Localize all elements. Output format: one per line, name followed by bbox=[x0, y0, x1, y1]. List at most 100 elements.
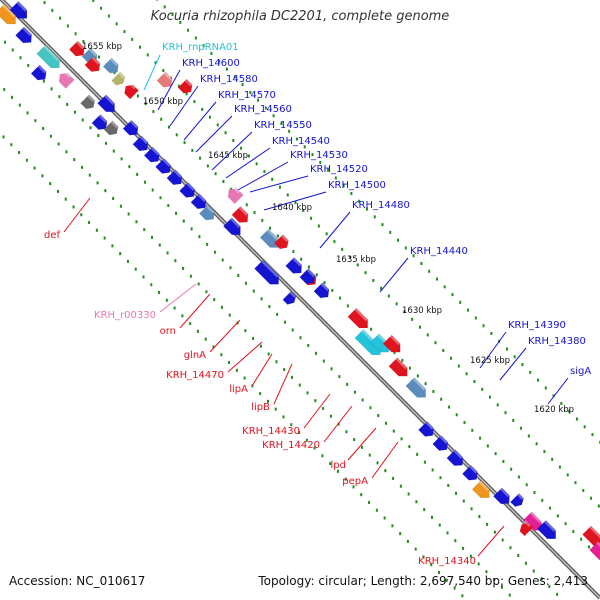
tick-dot bbox=[151, 235, 154, 239]
tick-dot bbox=[81, 165, 84, 169]
gene-arrow-icon[interactable] bbox=[166, 169, 185, 188]
gene-features[interactable] bbox=[0, 1, 600, 567]
gene-arrow-icon[interactable] bbox=[56, 69, 75, 89]
gene-arrow-icon[interactable] bbox=[231, 206, 252, 226]
tick-dot bbox=[275, 360, 278, 364]
tick-dot bbox=[252, 336, 255, 340]
gene-arrow-icon[interactable] bbox=[432, 435, 451, 454]
tick-dot bbox=[428, 269, 431, 273]
tick-dot bbox=[358, 199, 361, 203]
tick-dot bbox=[399, 532, 402, 536]
gene-arrow-icon[interactable] bbox=[9, 1, 31, 22]
gene-label: glnA bbox=[184, 350, 206, 361]
tick-dot bbox=[412, 254, 415, 258]
tick-dot bbox=[430, 563, 433, 567]
tick-dot bbox=[307, 265, 310, 269]
gene-arrow-icon[interactable] bbox=[518, 520, 534, 537]
gene-arrow-icon[interactable] bbox=[102, 57, 121, 76]
gene-arrow-icon[interactable] bbox=[155, 158, 174, 176]
tick-dot bbox=[517, 553, 520, 557]
tick-dot bbox=[154, 61, 157, 65]
tick-dot bbox=[151, 188, 154, 192]
gene-arrow-icon[interactable] bbox=[143, 146, 162, 165]
tick-dot bbox=[549, 506, 552, 510]
gene-arrow-icon[interactable] bbox=[299, 268, 318, 287]
tick-dot bbox=[517, 475, 520, 479]
gene-arrow-icon[interactable] bbox=[536, 519, 560, 543]
tick-dot bbox=[505, 347, 508, 351]
gene-arrow-icon[interactable] bbox=[103, 120, 121, 138]
gene-arrow-icon[interactable] bbox=[285, 256, 306, 277]
gene-arrow-icon[interactable] bbox=[91, 114, 110, 133]
tick-dot bbox=[190, 227, 193, 231]
gene-arrow-icon[interactable] bbox=[510, 493, 526, 509]
leader-line bbox=[159, 283, 197, 313]
gene-arrow-icon[interactable] bbox=[522, 511, 546, 535]
gene-arrow-icon[interactable] bbox=[179, 182, 198, 200]
leader-line bbox=[63, 197, 91, 233]
gene-arrow-icon[interactable] bbox=[347, 307, 372, 332]
gene-arrow-icon[interactable] bbox=[313, 282, 332, 301]
tick-dot bbox=[423, 508, 426, 512]
tick-dot bbox=[237, 274, 240, 278]
tick-dot bbox=[92, 0, 95, 2]
tick-dot bbox=[408, 445, 411, 449]
gene-arrow-icon[interactable] bbox=[111, 71, 128, 88]
tick-dot bbox=[450, 356, 453, 360]
gene-arrow-icon[interactable] bbox=[259, 228, 283, 252]
gene-label: sigA bbox=[570, 366, 591, 377]
gene-arrow-icon[interactable] bbox=[471, 480, 493, 502]
gene-arrow-icon[interactable] bbox=[446, 449, 467, 470]
tick-dot bbox=[556, 592, 559, 596]
gene-arrow-icon[interactable] bbox=[122, 119, 141, 138]
gene-arrow-icon[interactable] bbox=[30, 64, 49, 83]
gene-arrow-icon[interactable] bbox=[462, 464, 480, 483]
tick-dot bbox=[286, 193, 289, 197]
tick-dot bbox=[142, 275, 145, 279]
gene-arrow-icon[interactable] bbox=[199, 204, 217, 223]
tick-dot bbox=[400, 437, 403, 441]
gene-arrow-icon[interactable] bbox=[382, 334, 404, 356]
tick-dot bbox=[276, 234, 279, 238]
gene-arrow-icon[interactable] bbox=[493, 487, 513, 508]
gene-arrow-icon[interactable] bbox=[80, 94, 98, 112]
gene-arrow-icon[interactable] bbox=[589, 541, 600, 567]
gene-arrow-icon[interactable] bbox=[84, 56, 103, 75]
tick-dot bbox=[88, 220, 91, 224]
gene-arrow-icon[interactable] bbox=[418, 421, 437, 439]
gene-label: KRH_14380 bbox=[528, 336, 586, 347]
gene-arrow-icon[interactable] bbox=[156, 71, 175, 90]
tick-dot bbox=[253, 211, 256, 215]
gene-arrow-icon[interactable] bbox=[177, 78, 195, 96]
gene-arrow-icon[interactable] bbox=[405, 377, 430, 402]
tick-dot bbox=[432, 389, 435, 393]
gene-arrow-icon[interactable] bbox=[282, 290, 299, 307]
tick-dot bbox=[252, 289, 255, 293]
tick-dot bbox=[333, 240, 336, 244]
gene-arrow-icon[interactable] bbox=[388, 357, 412, 381]
tick-dot bbox=[337, 422, 340, 426]
gene-arrow-icon[interactable] bbox=[15, 26, 36, 47]
gene-arrow-icon[interactable] bbox=[132, 135, 151, 154]
gene-arrow-icon[interactable] bbox=[190, 193, 209, 212]
gene-arrow-icon[interactable] bbox=[225, 185, 244, 204]
gene-arrow-icon[interactable] bbox=[36, 44, 64, 72]
tick-dot bbox=[302, 208, 305, 212]
gene-arrow-icon[interactable] bbox=[97, 94, 119, 116]
tick-dot bbox=[341, 247, 344, 251]
tick-dot bbox=[403, 310, 406, 314]
gene-arrow-icon[interactable] bbox=[68, 40, 87, 59]
gene-arrow-icon[interactable] bbox=[254, 259, 283, 288]
tick-dot bbox=[97, 134, 100, 138]
tick-dot bbox=[508, 593, 511, 597]
gene-arrow-icon[interactable] bbox=[122, 82, 139, 100]
tick-dot bbox=[404, 246, 407, 250]
gene-arrow-icon[interactable] bbox=[273, 234, 291, 252]
tick-dot bbox=[255, 162, 258, 166]
tick-dot bbox=[136, 172, 139, 176]
gene-arrow-icon[interactable] bbox=[223, 217, 244, 239]
tick-dot bbox=[271, 177, 274, 181]
tick-dot bbox=[564, 522, 567, 526]
